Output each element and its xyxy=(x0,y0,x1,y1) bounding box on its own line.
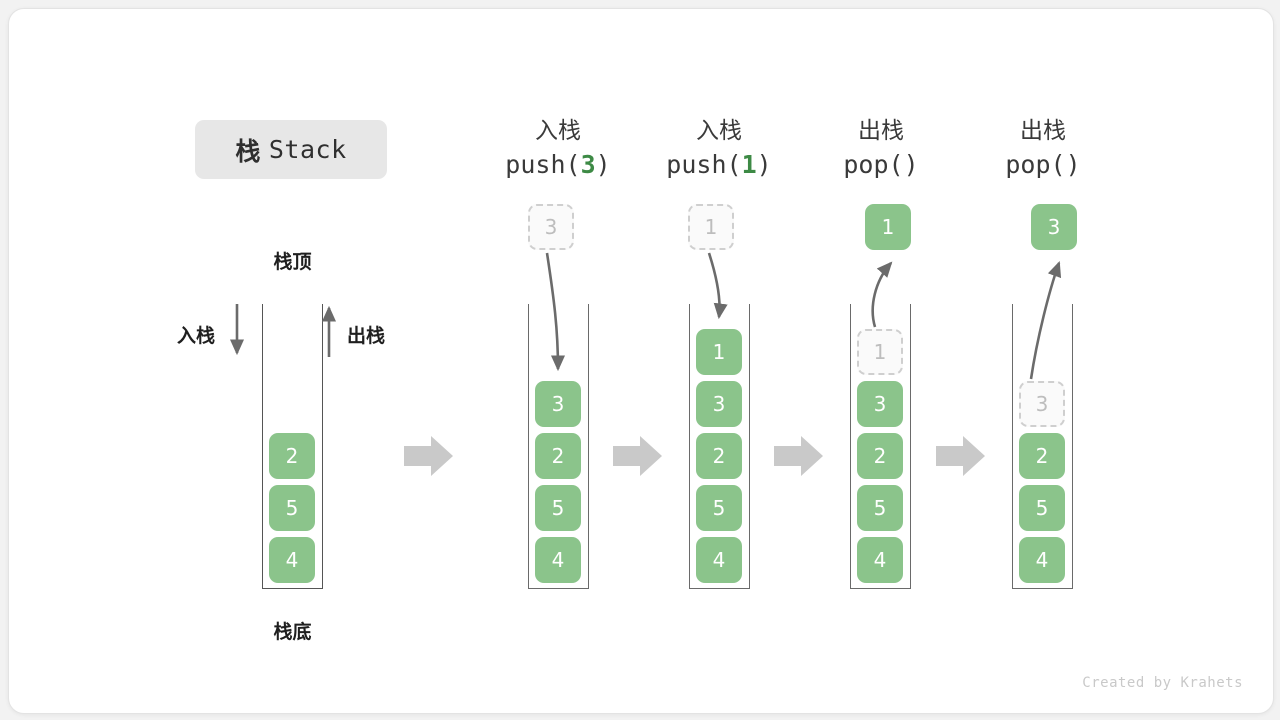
stack-cell: 3 xyxy=(857,381,903,427)
stack-bottom-label: 栈底 xyxy=(273,621,312,643)
step-op-label: 入栈 xyxy=(696,118,742,144)
floating-cell-ghost: 3 xyxy=(528,204,574,250)
code-value: 3 xyxy=(580,150,596,179)
diagram-title: 栈 Stack xyxy=(195,120,387,179)
code-prefix: push( xyxy=(666,150,742,179)
stack-cell: 2 xyxy=(269,433,315,479)
code-suffix: ) xyxy=(1065,150,1081,179)
flow-arrow xyxy=(404,436,453,476)
stack-cell: 2 xyxy=(857,433,903,479)
stack-cell: 1 xyxy=(696,329,742,375)
stack-push-label: 入栈 xyxy=(177,325,216,347)
stack-top-label: 栈顶 xyxy=(273,251,312,273)
code-suffix: ) xyxy=(595,150,611,179)
step-op-label: 出栈 xyxy=(858,118,904,144)
step-code-label: push(1) xyxy=(629,148,809,182)
code-prefix: push( xyxy=(505,150,581,179)
step-code-label: pop() xyxy=(953,148,1133,182)
code-suffix: ) xyxy=(903,150,919,179)
stack-cell: 4 xyxy=(269,537,315,583)
step-op-label: 出栈 xyxy=(1020,118,1066,144)
stack-cell: 2 xyxy=(1019,433,1065,479)
stack-cell: 4 xyxy=(535,537,581,583)
diagram-card: 栈 Stack 栈顶 栈底 入栈 出栈 2 5 4 入栈 push(3) 3 3… xyxy=(8,8,1274,714)
floating-cell-popped: 3 xyxy=(1031,204,1077,250)
title-cn: 栈 xyxy=(235,136,261,166)
code-value: 1 xyxy=(741,150,757,179)
flow-arrow xyxy=(936,436,985,476)
stack-cell: 5 xyxy=(696,485,742,531)
stack-cell: 5 xyxy=(1019,485,1065,531)
step-code-label: push(3) xyxy=(468,148,648,182)
stack-cell: 3 xyxy=(535,381,581,427)
step-header-pop-3: 出栈 pop() xyxy=(953,114,1133,182)
step-code-label: pop() xyxy=(791,148,971,182)
stack-cell: 2 xyxy=(535,433,581,479)
stack-cell: 5 xyxy=(535,485,581,531)
stack-cell-ghost: 3 xyxy=(1019,381,1065,427)
code-suffix: ) xyxy=(756,150,772,179)
stack-cell: 4 xyxy=(696,537,742,583)
stack-cell-ghost: 1 xyxy=(857,329,903,375)
stack-cell: 4 xyxy=(857,537,903,583)
title-en: Stack xyxy=(268,135,347,164)
flow-arrow xyxy=(613,436,662,476)
step-op-label: 入栈 xyxy=(535,118,581,144)
code-prefix: pop( xyxy=(1005,150,1066,179)
flow-arrow xyxy=(774,436,823,476)
code-prefix: pop( xyxy=(843,150,904,179)
stack-cell: 2 xyxy=(696,433,742,479)
stack-cell: 4 xyxy=(1019,537,1065,583)
stack-cell: 5 xyxy=(857,485,903,531)
credit-text: Created by Krahets xyxy=(1082,675,1243,691)
floating-cell-popped: 1 xyxy=(865,204,911,250)
step-header-push-3: 入栈 push(3) xyxy=(468,114,648,182)
stack-pop-label: 出栈 xyxy=(347,325,386,347)
step-header-push-1: 入栈 push(1) xyxy=(629,114,809,182)
stack-cell: 5 xyxy=(269,485,315,531)
floating-cell-ghost: 1 xyxy=(688,204,734,250)
step-header-pop-1: 出栈 pop() xyxy=(791,114,971,182)
stack-cell: 3 xyxy=(696,381,742,427)
